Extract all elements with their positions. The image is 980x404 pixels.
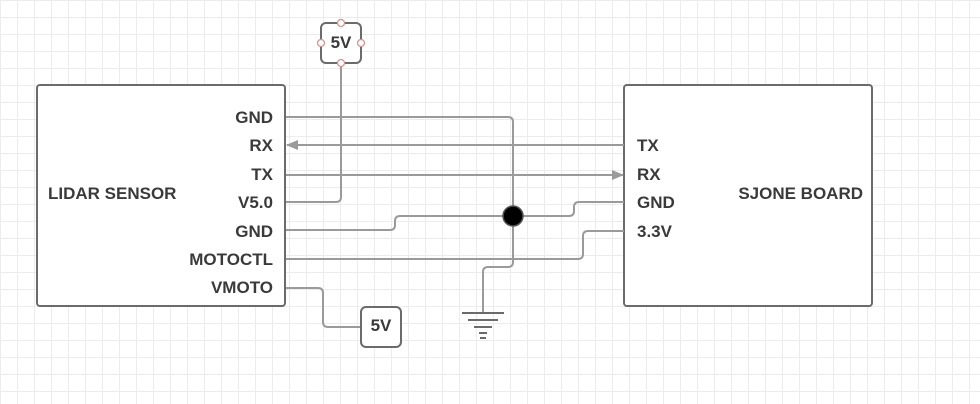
lidar-pin-motoctl: MOTOCTL xyxy=(189,250,273,269)
sjone-board-box[interactable] xyxy=(623,84,873,307)
wire-gnd-to-gnd[interactable] xyxy=(286,201,624,231)
supply-bottom-label: 5V xyxy=(371,316,392,335)
sjone-pin-gnd: GND xyxy=(637,193,675,212)
selection-handle-bottom[interactable] xyxy=(336,58,346,68)
supply-5v-bottom[interactable]: 5V xyxy=(360,306,402,348)
ground-icon xyxy=(462,312,504,339)
supply-top-label: 5V xyxy=(331,33,352,52)
lidar-pin-rx: RX xyxy=(249,136,273,155)
selection-handle-top[interactable] xyxy=(336,18,346,28)
lidar-pin-gnd-2: GND xyxy=(235,222,273,241)
sjone-pin-3v3: 3.3V xyxy=(637,222,673,241)
sjone-pin-tx: TX xyxy=(637,136,659,155)
lidar-pin-tx: TX xyxy=(251,165,273,184)
supply-5v-top[interactable]: 5V xyxy=(316,18,366,68)
lidar-title: LIDAR SENSOR xyxy=(48,184,176,203)
selection-handle-right[interactable] xyxy=(356,38,366,48)
wire-v5-to-supply[interactable] xyxy=(286,64,342,203)
wire-lidar-gnd-to-ground[interactable] xyxy=(286,116,514,312)
lidar-sensor-box[interactable] xyxy=(36,84,286,307)
wire-vmoto-to-supply[interactable] xyxy=(286,287,361,328)
junction-dot xyxy=(502,205,524,227)
selection-handle-left[interactable] xyxy=(316,38,326,48)
sjone-pin-rx: RX xyxy=(637,165,661,184)
lidar-pin-v5: V5.0 xyxy=(238,193,273,212)
wire-motoctl-to-3v3[interactable] xyxy=(286,230,624,260)
lidar-pin-vmoto: VMOTO xyxy=(211,278,273,297)
sjone-title: SJONE BOARD xyxy=(738,184,863,203)
lidar-pin-gnd: GND xyxy=(235,108,273,127)
